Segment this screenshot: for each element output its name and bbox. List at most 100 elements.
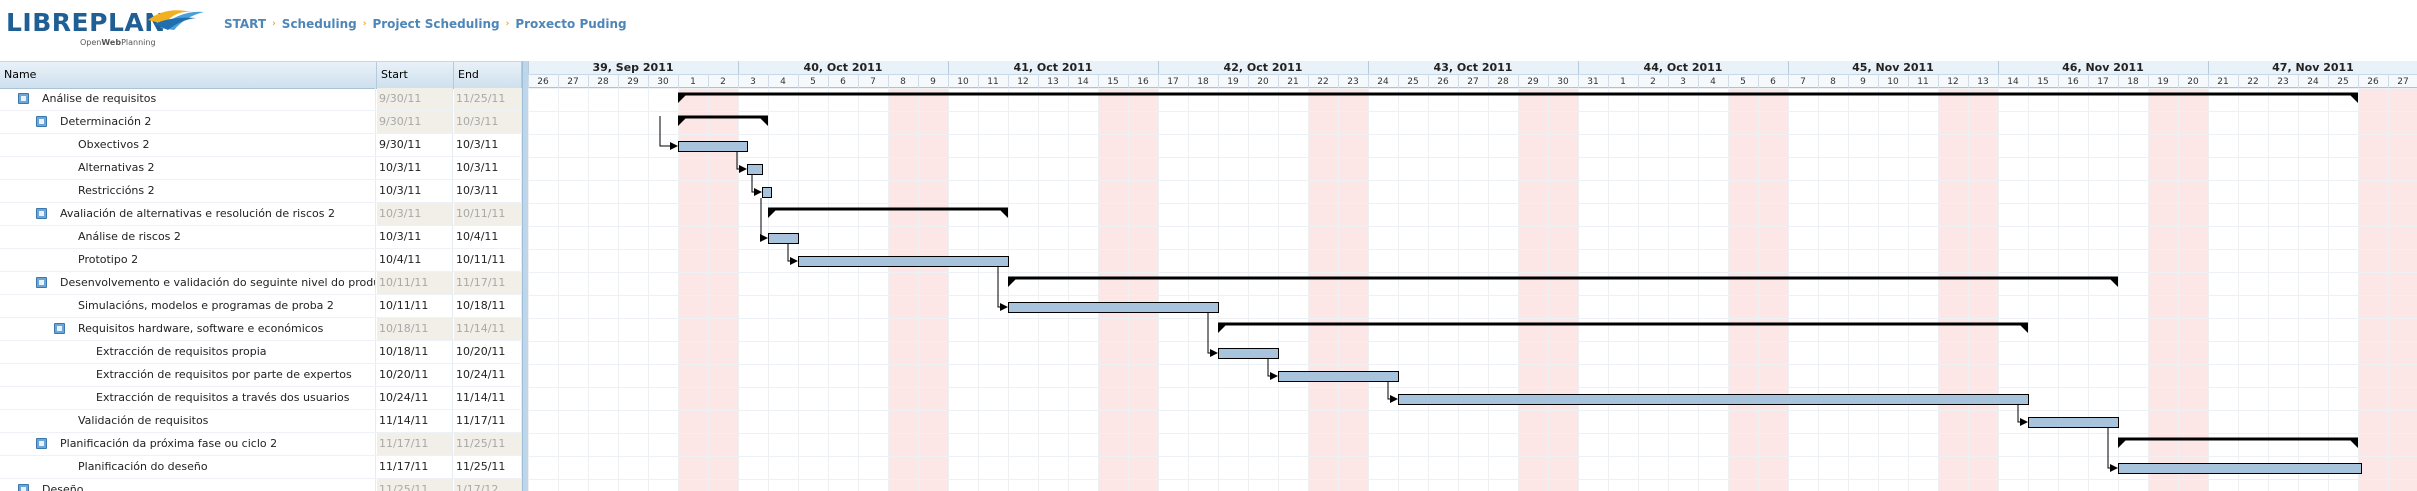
column-header-name[interactable]: Name <box>0 62 377 88</box>
task-name-cell[interactable]: Planificación do deseño <box>0 456 376 478</box>
task-name-cell[interactable]: Requisitos hardware, software e económic… <box>0 318 376 340</box>
table-row[interactable]: Extracción de requisitos por parte de ex… <box>0 364 522 387</box>
task-start-cell[interactable]: 10/11/11 <box>377 272 453 294</box>
task-end-cell[interactable]: 11/14/11 <box>454 387 522 409</box>
table-row[interactable]: Avaliación de alternativas e resolución … <box>0 203 522 226</box>
task-end-cell[interactable]: 11/14/11 <box>454 318 522 340</box>
collapse-toggle-icon[interactable] <box>36 277 47 288</box>
task-end-cell[interactable]: 10/4/11 <box>454 226 522 248</box>
task-name-cell[interactable]: Extracción de requisitos propia <box>0 341 376 363</box>
task-start-cell[interactable]: 9/30/11 <box>377 134 453 156</box>
task-end-cell[interactable]: 10/3/11 <box>454 180 522 202</box>
task-start-cell[interactable]: 10/11/11 <box>377 295 453 317</box>
task-end-cell[interactable]: 11/17/11 <box>454 272 522 294</box>
task-start-cell[interactable]: 10/3/11 <box>377 226 453 248</box>
task-name-cell[interactable]: Obxectivos 2 <box>0 134 376 156</box>
task-bar[interactable] <box>678 141 748 152</box>
column-header-end[interactable]: End <box>454 62 522 88</box>
task-end-cell[interactable]: 1/17/12 <box>454 479 522 491</box>
task-start-cell[interactable]: 10/24/11 <box>377 387 453 409</box>
task-end-cell[interactable]: 11/25/11 <box>454 456 522 478</box>
task-bar[interactable] <box>1398 394 2029 405</box>
table-row[interactable]: Simulacións, modelos e programas de prob… <box>0 295 522 318</box>
task-start-cell[interactable]: 9/30/11 <box>377 88 453 110</box>
task-name-cell[interactable]: Restriccións 2 <box>0 180 376 202</box>
task-name-cell[interactable]: Extracción de requisitos a través dos us… <box>0 387 376 409</box>
collapse-toggle-icon[interactable] <box>36 438 47 449</box>
task-start-cell[interactable]: 10/3/11 <box>377 157 453 179</box>
task-start-cell[interactable]: 10/20/11 <box>377 364 453 386</box>
task-bar[interactable] <box>2118 463 2362 474</box>
task-name-cell[interactable]: Extracción de requisitos por parte de ex… <box>0 364 376 386</box>
task-start-cell[interactable]: 10/3/11 <box>377 203 453 225</box>
task-bar[interactable] <box>2028 417 2119 428</box>
task-start-cell[interactable]: 10/18/11 <box>377 341 453 363</box>
task-name-cell[interactable]: Simulacións, modelos e programas de prob… <box>0 295 376 317</box>
task-name-cell[interactable]: Determinación 2 <box>0 111 376 133</box>
table-row[interactable]: Requisitos hardware, software e económic… <box>0 318 522 341</box>
task-start-cell[interactable]: 11/25/11 <box>377 479 453 491</box>
day-label: 4 <box>780 77 786 87</box>
collapse-toggle-icon[interactable] <box>36 208 47 219</box>
task-name-cell[interactable]: Validación de requisitos <box>0 410 376 432</box>
breadcrumb-project-name[interactable]: Proxecto Puding <box>515 17 627 31</box>
task-start-cell[interactable]: 10/4/11 <box>377 249 453 271</box>
collapse-toggle-icon[interactable] <box>18 484 29 491</box>
task-end-cell[interactable]: 10/11/11 <box>454 249 522 271</box>
task-start-cell[interactable]: 9/30/11 <box>377 111 453 133</box>
task-end-cell[interactable]: 10/20/11 <box>454 341 522 363</box>
table-row[interactable]: Planificación da próxima fase ou ciclo 2… <box>0 433 522 456</box>
table-row[interactable]: Extracción de requisitos a través dos us… <box>0 387 522 410</box>
task-bar[interactable] <box>1218 348 1279 359</box>
task-bar[interactable] <box>768 233 799 244</box>
day-label: 22 <box>1317 77 1328 87</box>
task-end-cell[interactable]: 10/3/11 <box>454 157 522 179</box>
task-name-cell[interactable]: Prototipo 2 <box>0 249 376 271</box>
task-end-cell[interactable]: 11/17/11 <box>454 410 522 432</box>
task-end-cell[interactable]: 11/25/11 <box>454 433 522 455</box>
collapse-toggle-icon[interactable] <box>54 323 65 334</box>
task-name-cell[interactable]: Análise de riscos 2 <box>0 226 376 248</box>
collapse-toggle-icon[interactable] <box>36 116 47 127</box>
breadcrumb-scheduling[interactable]: Scheduling <box>281 17 357 31</box>
task-bar[interactable] <box>1278 371 1399 382</box>
breadcrumb-project-scheduling[interactable]: Project Scheduling <box>372 17 500 31</box>
column-header-start[interactable]: Start <box>377 62 454 88</box>
week-label: 46, Nov 2011 <box>2062 61 2144 74</box>
task-bar[interactable] <box>1008 302 1219 313</box>
task-start-cell[interactable]: 10/18/11 <box>377 318 453 340</box>
task-start-cell[interactable]: 11/14/11 <box>377 410 453 432</box>
task-bar[interactable] <box>798 256 1009 267</box>
task-end-cell[interactable]: 10/3/11 <box>454 111 522 133</box>
task-start-cell[interactable]: 10/3/11 <box>377 180 453 202</box>
task-name-cell[interactable]: Planificación da próxima fase ou ciclo 2 <box>0 433 376 455</box>
task-end-cell[interactable]: 11/25/11 <box>454 88 522 110</box>
collapse-toggle-icon[interactable] <box>18 93 29 104</box>
task-end-cell[interactable]: 10/3/11 <box>454 134 522 156</box>
task-name-cell[interactable]: Alternativas 2 <box>0 157 376 179</box>
task-bar[interactable] <box>762 187 772 198</box>
table-row[interactable]: Desenvolvemento e validación do seguinte… <box>0 272 522 295</box>
task-end-cell[interactable]: 10/24/11 <box>454 364 522 386</box>
task-end-cell[interactable]: 10/11/11 <box>454 203 522 225</box>
task-end-cell[interactable]: 10/18/11 <box>454 295 522 317</box>
task-name-cell[interactable]: Análise de requisitos <box>0 88 376 110</box>
task-start-cell[interactable]: 11/17/11 <box>377 433 453 455</box>
task-name-cell[interactable]: Deseño <box>0 479 376 491</box>
task-start-cell[interactable]: 11/17/11 <box>377 456 453 478</box>
task-name-cell[interactable]: Desenvolvemento e validación do seguinte… <box>0 272 376 294</box>
breadcrumb-start[interactable]: START <box>224 17 267 31</box>
task-bar[interactable] <box>747 164 763 175</box>
task-name-cell[interactable]: Avaliación de alternativas e resolución … <box>0 203 376 225</box>
